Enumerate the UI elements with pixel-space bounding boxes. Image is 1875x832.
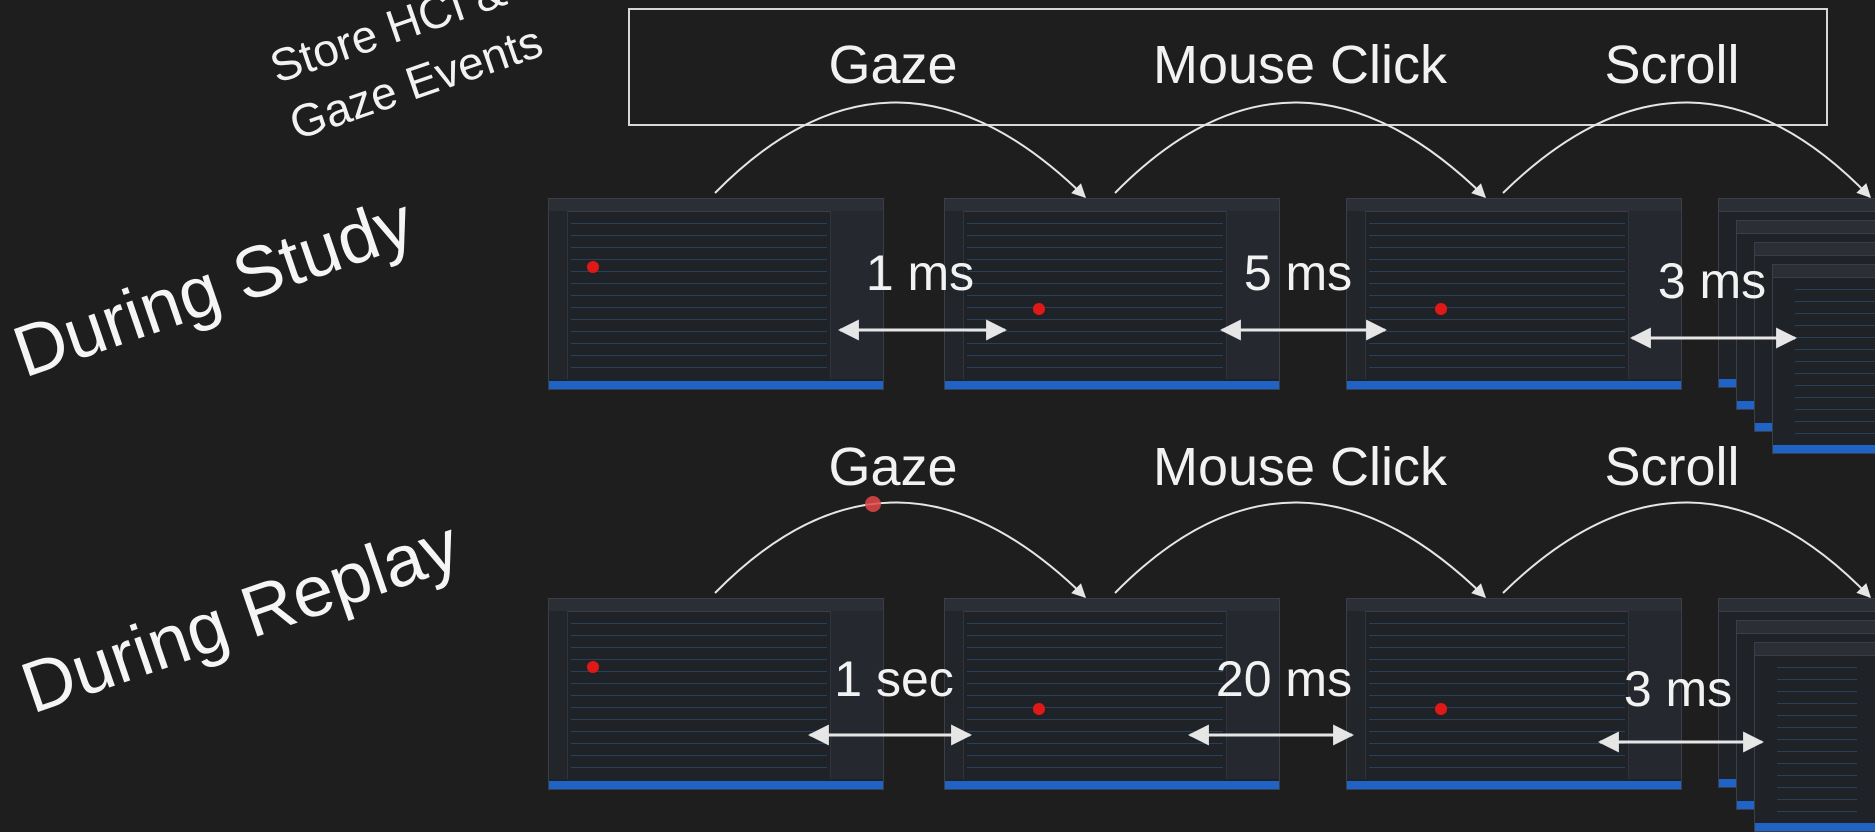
replay-gaze-marker (865, 496, 881, 512)
study-screenshot-1 (548, 198, 884, 390)
study-event-gaze: Gaze (828, 35, 958, 95)
study-latency-2: 5 ms (1243, 245, 1353, 301)
replay-arc-2 (1114, 501, 1486, 598)
study-arc-3 (1502, 101, 1871, 199)
study-arc-2 (1114, 101, 1486, 198)
event-types-box (628, 8, 1828, 126)
study-latency-3: 3 ms (1657, 253, 1767, 309)
gaze-point-marker (1033, 703, 1045, 715)
gaze-point-marker (1435, 303, 1447, 315)
replay-screenshot-2 (944, 598, 1280, 790)
study-arc-1 (714, 101, 1086, 198)
replay-arc-3 (1502, 501, 1871, 599)
gaze-point-marker (1435, 703, 1447, 715)
study-latency-1: 1 ms (865, 245, 975, 301)
study-event-mouse-click: Mouse Click (1152, 35, 1448, 95)
replay-screenshot-stack (1718, 598, 1875, 832)
study-screenshot-stack (1718, 198, 1875, 460)
study-event-scroll: Scroll (1604, 35, 1740, 95)
gaze-point-marker (587, 661, 599, 673)
gaze-point-marker (587, 261, 599, 273)
replay-arc-1 (714, 501, 1086, 598)
replay-screenshot-1 (548, 598, 884, 790)
replay-latency-2: 20 ms (1215, 651, 1353, 707)
replay-screenshot-3 (1346, 598, 1682, 790)
gaze-point-marker (1033, 303, 1045, 315)
replay-latency-3: 3 ms (1623, 661, 1733, 717)
replay-event-mouse-click: Mouse Click (1152, 437, 1448, 497)
replay-event-scroll: Scroll (1604, 437, 1740, 497)
study-screenshot-2 (944, 198, 1280, 390)
replay-event-gaze: Gaze (828, 437, 958, 497)
flow-arrows (714, 101, 1871, 753)
replay-latency-1: 1 sec (834, 651, 954, 707)
